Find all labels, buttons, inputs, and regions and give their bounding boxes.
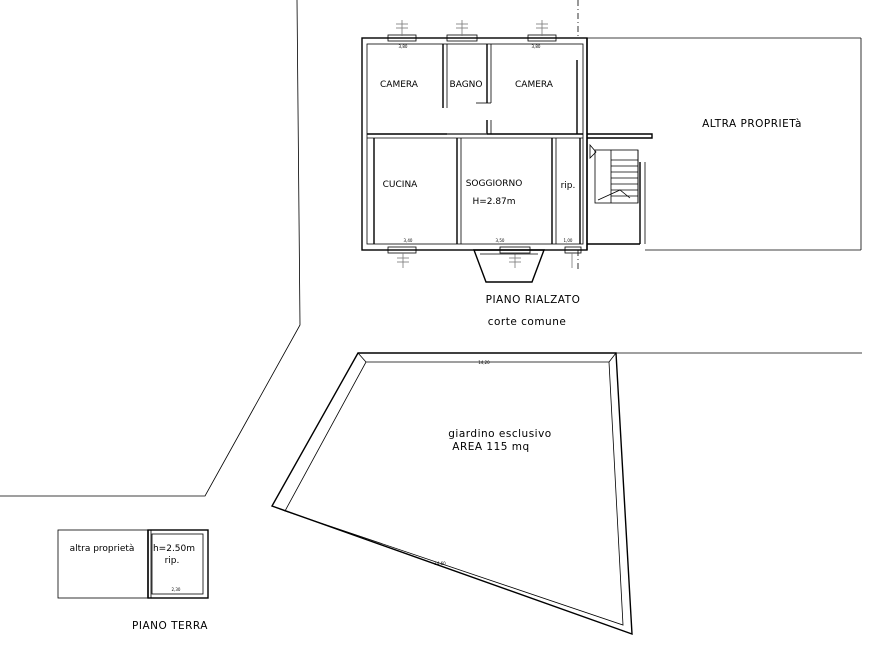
svg-text:3,80: 3,80 [399,44,408,49]
apartment-outline [361,37,588,251]
floor-title-piano-rialzato: PIANO RIALZATO [486,294,581,306]
top-windows [387,20,557,42]
floor-title-piano-terra: PIANO TERRA [132,620,208,632]
room-label-camera-left: CAMERA [380,80,419,90]
staircase [587,133,653,245]
room-label-camera-right: CAMERA [515,80,554,90]
room-label-soggiorno: SOGGIORNO [466,179,523,189]
adjacent-property-label: ALTRA PROPRIETà [702,118,802,130]
garden-label: giardino esclusivo [448,428,551,440]
site-boundary-lines [0,0,862,497]
svg-text:3,50: 3,50 [496,238,505,243]
svg-text:3,80: 3,80 [532,44,541,49]
exclusive-garden [270,352,633,636]
front-entrance-steps [472,249,546,283]
room-label-ripostiglio: rip. [561,181,576,191]
room-height-soggiorno: H=2.87m [472,197,515,207]
svg-text:2,30: 2,30 [172,587,181,592]
adjacent-property-block [586,37,862,251]
ground-floor-rip-label: rip. [165,556,180,566]
ground-floor-height: h=2.50m [153,544,195,554]
ground-floor-adjacent-label: altra proprietà [70,544,135,554]
svg-text:14,20: 14,20 [478,360,490,365]
ground-floor-plan: 2,30 [57,529,209,599]
room-label-cucina: CUCINA [383,180,419,190]
courtyard-label: corte comune [488,316,567,328]
svg-text:1,00: 1,00 [564,238,573,243]
svg-text:3,40: 3,40 [404,238,413,243]
room-label-bagno: BAGNO [450,80,483,90]
garden-area-label: AREA 115 mq [452,441,529,453]
